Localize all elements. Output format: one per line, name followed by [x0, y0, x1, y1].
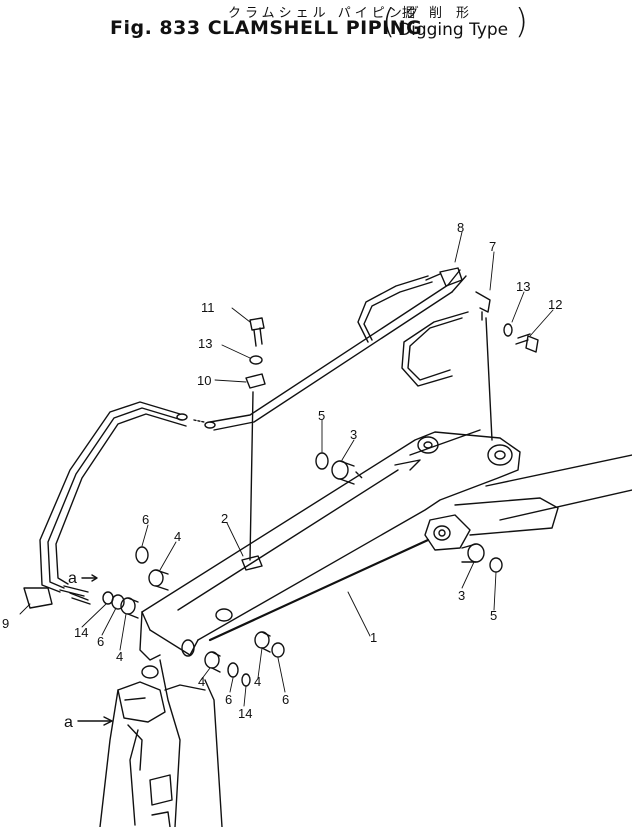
arrow-a-upper [81, 574, 98, 582]
upper-pipes [209, 267, 491, 431]
callout-9: 9 [2, 616, 9, 631]
callout-leaders [19, 231, 554, 707]
leader-bushing-3-upper [355, 471, 363, 479]
callout-8: 8 [457, 220, 464, 235]
bushing-4-lower-left [204, 651, 221, 673]
callout-13-left: 13 [198, 336, 212, 351]
bolt-12 [515, 333, 539, 353]
callout-a-upper: a [68, 570, 77, 587]
arm [141, 429, 521, 656]
washer-13-left [249, 355, 263, 365]
seal-6-lower-right [271, 642, 285, 658]
bushing-3-lower [461, 543, 485, 563]
callout-5-upper: 5 [318, 408, 325, 423]
seal-5-lower [489, 557, 503, 573]
callout-6-upper: 6 [142, 512, 149, 527]
callout-6-left: 6 [97, 634, 104, 649]
callout-10: 10 [197, 373, 211, 388]
arrow-a-lower [77, 716, 113, 726]
callout-4-lower-left: 4 [198, 674, 205, 689]
seal-6-left [111, 594, 125, 610]
bushing-4-lower-right [254, 631, 271, 653]
right-paren: ) [514, 2, 528, 42]
bushing-4-left [120, 597, 139, 619]
type-bracket: ( 掘削形 Digging Type ) [382, 2, 528, 42]
leader-7 [485, 317, 493, 441]
bushing-4-upper [148, 569, 169, 591]
seal-5-upper [315, 452, 329, 470]
hose-1 [208, 538, 430, 642]
callout-3-upper: 3 [350, 427, 357, 442]
bracket [241, 555, 263, 571]
japanese-type: 掘削形 [402, 6, 484, 21]
figure-header: クラムシェル パイピング Fig. 833 CLAMSHELL PIPING (… [0, 0, 632, 60]
callout-5-lower: 5 [490, 608, 497, 623]
callout-2: 2 [221, 511, 228, 526]
boom [454, 454, 632, 536]
arm-end-bracket [99, 611, 223, 827]
callout-7: 7 [489, 239, 496, 254]
pipe-fittings [176, 413, 216, 429]
callout-3-lower: 3 [458, 588, 465, 603]
callout-labels: 1 2 3 3 4 4 4 4 5 5 6 6 6 6 7 8 9 10 11 … [2, 220, 562, 731]
callout-14-lower: 14 [238, 706, 252, 721]
type-label: Digging Type [398, 20, 509, 40]
callout-12: 12 [548, 297, 562, 312]
seal-6-lower-left [227, 662, 239, 678]
boom-pivot-bracket [424, 514, 471, 551]
bolt-11 [249, 317, 265, 347]
figure-title: Fig. 833 CLAMSHELL PIPING [110, 17, 423, 39]
callout-14-left: 14 [74, 625, 88, 640]
clamp [245, 373, 266, 389]
leader-clamp [249, 391, 254, 561]
callout-4-upper: 4 [174, 529, 181, 544]
callout-4-left: 4 [116, 649, 123, 664]
callout-11: 11 [201, 300, 215, 315]
callout-13-right: 13 [516, 279, 530, 294]
japanese-title: クラムシェル パイピング [228, 6, 423, 21]
callout-1: 1 [370, 630, 377, 645]
left-paren: ( [382, 2, 396, 42]
seal-6-upper [135, 546, 149, 564]
callout-6-lower-left: 6 [225, 692, 232, 707]
callout-4-lower-right: 4 [254, 674, 261, 689]
top-hoses [357, 273, 469, 387]
bushing-3-upper [331, 460, 355, 485]
washer-13-right [503, 323, 513, 337]
oring-14-lower [241, 673, 251, 687]
callout-a-lower: a [64, 714, 73, 731]
left-hose-loop [23, 401, 187, 609]
callout-6-lower-right: 6 [282, 692, 289, 707]
